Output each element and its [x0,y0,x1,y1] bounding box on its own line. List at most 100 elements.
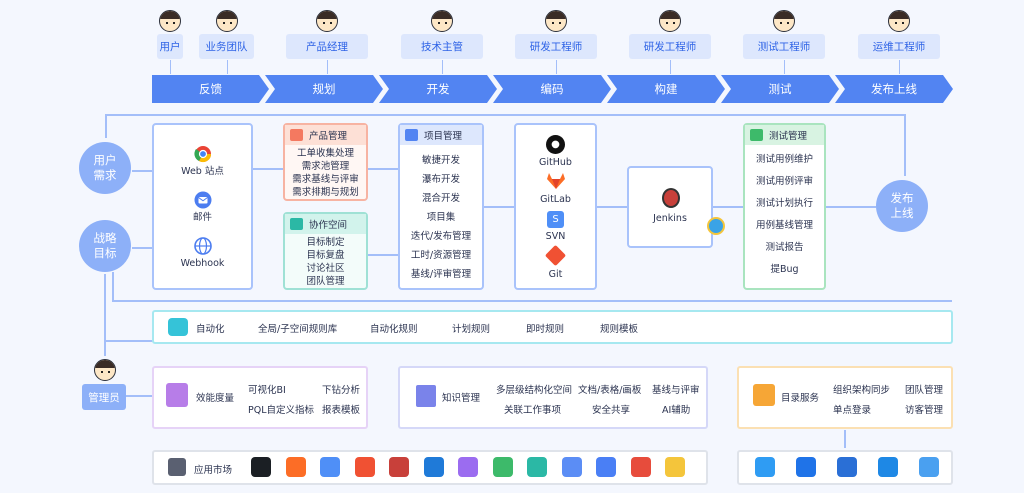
release-node[interactable]: 发布上线 [876,180,928,232]
g-icon[interactable] [630,457,651,477]
list-item[interactable]: 讨论社区 [306,263,345,274]
role-biz[interactable]: 业务团队 [199,34,254,59]
list-item[interactable]: 目标制定 [306,237,345,248]
list-item[interactable]: 瀑布开发 [421,174,460,185]
role-pm[interactable]: 产品经理 [286,34,368,59]
eff-drilldown[interactable]: 下钻分析 [322,385,361,396]
list-item[interactable]: 测试报告 [765,242,804,253]
list-item[interactable]: 提Bug [770,264,799,275]
list-item[interactable]: 混合开发 [421,193,460,204]
vscode-icon[interactable] [423,457,444,477]
sources-card: Web 站点 邮件 Webhook [152,123,253,290]
list-item[interactable]: 工单收集处理 [296,148,354,159]
auto-rule-templates[interactable]: 规则模板 [600,324,639,335]
role-dev1[interactable]: 研发工程师 [515,34,597,59]
auto-plan-rules[interactable]: 计划规则 [452,324,491,335]
git-icon [544,244,567,267]
role-tl[interactable]: 技术主管 [401,34,483,59]
windows-icon[interactable] [878,457,898,477]
eff-pql[interactable]: PQL自定义指标 [248,405,314,416]
github-icon[interactable] [251,457,271,477]
gitlab-icon [547,173,565,189]
eff-bi[interactable]: 可视化BI [248,385,286,396]
kn-share[interactable]: 安全共享 [592,405,631,416]
list-item[interactable]: 工时/资源管理 [410,250,472,261]
auto-instant-rules[interactable]: 即时规则 [526,324,565,335]
check-icon[interactable] [492,457,513,477]
kn-spaces[interactable]: 多层级结构化空间 [496,385,573,396]
dir-sso[interactable]: 单点登录 [833,405,872,416]
role-avatar-pm [316,10,338,32]
list-item[interactable]: 需求基线与评审 [292,174,359,185]
list-item[interactable]: 项目集 [426,212,456,223]
doc-icon[interactable] [527,457,547,477]
role-dev2[interactable]: 研发工程师 [629,34,711,59]
stage-build[interactable]: 构建 [607,75,725,103]
list-item[interactable]: 团队管理 [306,276,345,287]
cloud-icon[interactable] [561,457,582,477]
kn-related[interactable]: 关联工作事项 [504,405,562,416]
role-qa[interactable]: 测试工程师 [743,34,825,59]
strategy-goal-node[interactable]: 战略目标 [79,220,131,272]
wave-icon[interactable] [320,457,340,477]
gitlab-icon[interactable] [285,457,306,477]
repo-gitlab: GitLab [540,194,571,205]
bulb-icon[interactable] [665,457,685,477]
kn-ai[interactable]: AI辅助 [662,405,691,416]
kn-docs[interactable]: 文档/表格/画板 [578,385,642,396]
feishu-icon[interactable] [796,457,816,477]
stage-feedback[interactable]: 反馈 [152,75,269,103]
dir-guest[interactable]: 访客管理 [905,405,944,416]
build-tool-icon [707,217,725,235]
list-item[interactable]: 用例基线管理 [755,220,813,231]
auto-rules[interactable]: 自动化规则 [370,324,418,335]
list-item[interactable]: 迭代/发布管理 [410,231,472,242]
source-web: Web 站点 [181,166,224,177]
list-item[interactable]: 需求排期与规划 [292,187,359,198]
product-mgmt-title: 产品管理 [309,131,348,142]
git-icon[interactable] [354,457,375,477]
automation-title: 自动化 [196,324,225,335]
dingtalk-icon[interactable] [755,457,775,477]
automation-band: 自动化 全局/子空间规则库 自动化规则 计划规则 即时规则 规则模板 [152,310,953,344]
kn-baseline[interactable]: 基线与评审 [652,385,700,396]
role-avatar-qa [773,10,795,32]
list-item[interactable]: 基线/评审管理 [410,269,472,280]
jenkins-icon[interactable] [389,457,409,477]
stage-development[interactable]: 开发 [379,75,497,103]
admin-avatar [94,359,116,381]
stage-release[interactable]: 发布上线 [835,75,953,103]
knowledge-band: 知识管理 多层级结构化空间 文档/表格/画板 基线与评审 关联工作事项 安全共享… [398,366,708,429]
chart-icon [166,383,188,407]
list-item[interactable]: 敏捷开发 [421,155,460,166]
role-ops[interactable]: 运维工程师 [858,34,940,59]
stage-test[interactable]: 测试 [721,75,839,103]
directory-title: 目录服务 [781,393,820,404]
test-icon [750,129,763,141]
user-demand-node[interactable]: 用户需求 [79,142,131,194]
list-item[interactable]: 需求池管理 [301,161,350,172]
globe-icon [193,237,212,255]
jenkins-icon [662,188,680,208]
collab-card: 协作空间 目标制定目标复盘讨论社区团队管理 [283,212,368,290]
auto-rule-library[interactable]: 全局/子空间规则库 [258,324,338,335]
wecom-icon[interactable] [837,457,857,477]
globe-icon[interactable] [919,457,939,477]
diamond-icon[interactable] [596,457,616,477]
stage-planning[interactable]: 规划 [265,75,383,103]
dir-team[interactable]: 团队管理 [905,385,944,396]
dir-org-sync[interactable]: 组织架构同步 [833,385,891,396]
code-repos-card: ● GitHub GitLab S SVN Git [514,123,597,290]
handshake-icon [290,218,303,230]
list-item[interactable]: 目标复盘 [306,250,345,261]
monitor-icon[interactable] [458,457,478,477]
source-webhook: Webhook [180,258,225,269]
admin-node[interactable]: 管理员 [82,384,126,410]
list-item[interactable]: 测试用例评审 [755,176,813,187]
list-item[interactable]: 测试用例维护 [755,154,813,165]
stage-coding[interactable]: 编码 [493,75,611,103]
role-user[interactable]: 用户 [157,34,183,59]
stage-bar: 反馈 规划 开发 编码 构建 测试 发布上线 [152,75,953,103]
list-item[interactable]: 测试计划执行 [755,198,813,209]
eff-report[interactable]: 报表模板 [322,405,361,416]
